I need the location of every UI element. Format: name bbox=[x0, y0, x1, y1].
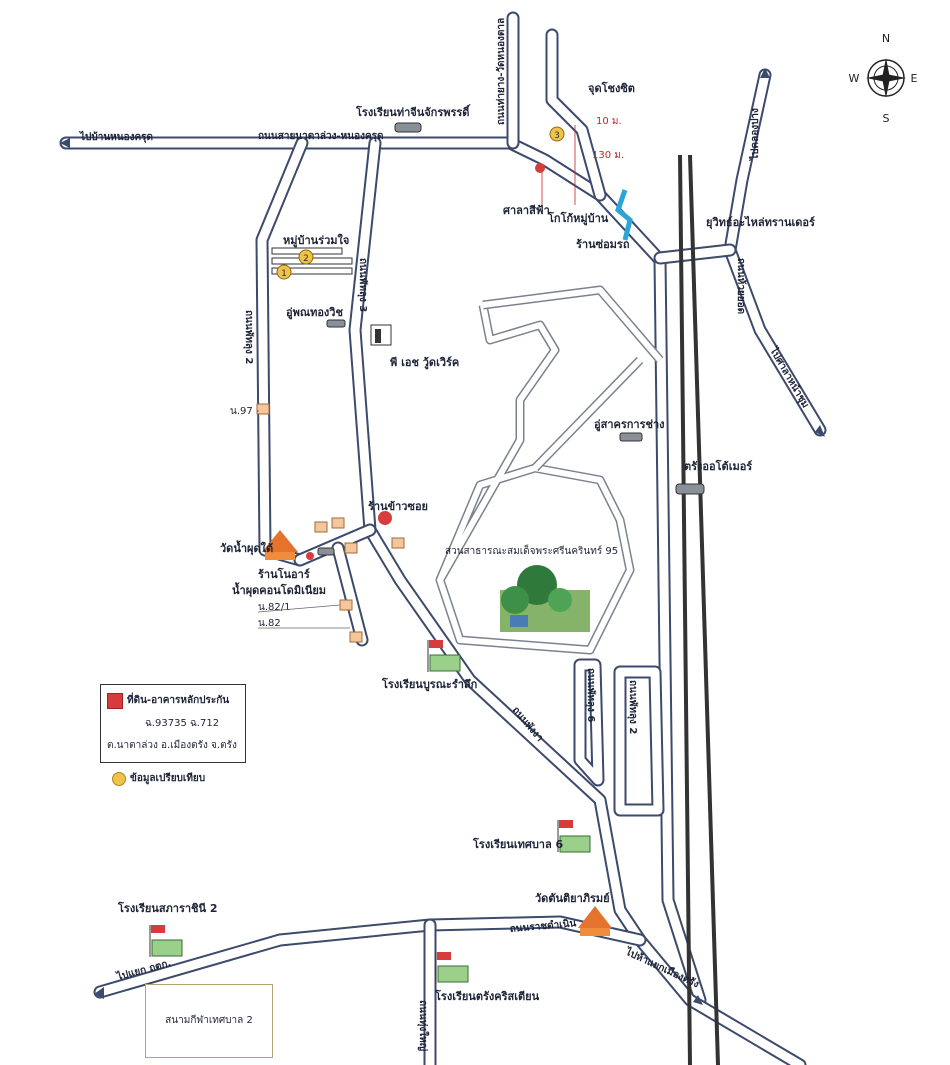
car-icons bbox=[317, 122, 705, 556]
svg-text:ถนนพัทลุง 3: ถนนพัทลุง 3 bbox=[357, 258, 369, 312]
svg-text:ตรังออโต้เมอร์: ตรังออโต้เมอร์ bbox=[684, 459, 752, 473]
school-icon-1 bbox=[427, 640, 461, 672]
collateral-marker-small bbox=[535, 163, 545, 173]
svg-text:น.97: น.97 bbox=[230, 406, 253, 417]
legend-comparison-label: ข้อมูลเปรียบเทียบ bbox=[130, 773, 206, 784]
park-trees-icon bbox=[500, 565, 590, 632]
legend-collateral-label: ที่ดิน-อาคารหลักประกัน bbox=[127, 695, 230, 706]
stadium: สนามกีฬาเทศบาล 2 bbox=[145, 984, 273, 1058]
svg-text:โกโก้หมู่บ้าน: โกโก้หมู่บ้าน bbox=[547, 211, 609, 226]
svg-text:ถนนพัทลุง 2: ถนนพัทลุง 2 bbox=[627, 680, 639, 734]
svg-text:โรงเรียนท่าจีนจักรพรรดิ์: โรงเรียนท่าจีนจักรพรรดิ์ bbox=[355, 104, 471, 119]
road-arrows bbox=[60, 68, 825, 1005]
svg-text:ไปศาลาหน้าชุม: ไปศาลาหน้าชุม bbox=[767, 344, 813, 410]
railway bbox=[678, 154, 720, 1065]
svg-text:ถนนพัทลุง 6: ถนนพัทลุง 6 bbox=[585, 668, 597, 722]
school-icon-4 bbox=[435, 952, 469, 984]
svg-text:อู่พณทองวิช: อู่พณทองวิช bbox=[286, 306, 343, 320]
svg-text:วัดน้ำผุดใต้: วัดน้ำผุดใต้ bbox=[220, 540, 273, 556]
house-icons bbox=[256, 403, 405, 643]
svg-text:N: N bbox=[882, 32, 890, 45]
svg-text:W: W bbox=[849, 72, 860, 85]
svg-text:ถนนห้วยยอด: ถนนห้วยยอด bbox=[735, 258, 747, 314]
park-paths bbox=[435, 285, 664, 655]
temple-icon bbox=[262, 530, 298, 560]
svg-text:3: 3 bbox=[554, 131, 560, 141]
svg-text:วัดตันติยาภิรมย์: วัดตันติยาภิรมย์ bbox=[535, 892, 610, 905]
svg-text:น.82: น.82 bbox=[258, 618, 281, 629]
svg-text:น.82/1: น.82/1 bbox=[258, 602, 290, 613]
comparison-marker-3: 3 bbox=[549, 126, 565, 142]
svg-text:โรงเรียนสภาราชินี 2: โรงเรียนสภาราชินี 2 bbox=[117, 901, 218, 915]
svg-text:130 ม.: 130 ม. bbox=[592, 150, 624, 161]
svg-text:พี เอช วู้ดเวิร์ค: พี เอช วู้ดเวิร์ค bbox=[390, 356, 459, 370]
svg-text:ไปบ้านหนองครุด: ไปบ้านหนองครุด bbox=[79, 130, 153, 143]
factory-icon bbox=[370, 324, 392, 346]
collateral-marker bbox=[378, 511, 392, 525]
svg-text:สวนสาธารณะสมเด็จพระศรีนครินทร์: สวนสาธารณะสมเด็จพระศรีนครินทร์ 95 bbox=[445, 543, 618, 557]
svg-text:ถนนท่ายาง-วัดหนองตาล: ถนนท่ายาง-วัดหนองตาล bbox=[495, 18, 507, 125]
comparison-marker-2: 2 bbox=[298, 249, 314, 265]
svg-text:E: E bbox=[911, 72, 918, 85]
water-icon bbox=[615, 189, 633, 241]
svg-text:ถนนราชดำเนิน: ถนนราชดำเนิน bbox=[509, 917, 577, 935]
svg-text:น้ำผุดคอนโดมิเนียม: น้ำผุดคอนโดมิเนียม bbox=[232, 582, 326, 598]
svg-text:ร้านโนอาร์: ร้านโนอาร์ bbox=[258, 567, 310, 581]
legend-comparison-swatch bbox=[112, 772, 126, 786]
collateral-marker-small-2 bbox=[306, 552, 314, 560]
labels: ไปบ้านหนองครุด ถนนสายนาตาล่วง-หนองครุด ถ… bbox=[79, 18, 815, 1052]
svg-text:โรงเรียนบูรณะรำลึก: โรงเรียนบูรณะรำลึก bbox=[381, 677, 478, 692]
svg-text:ยุวิทธ์อะไหล่ทรานเดอร์: ยุวิทธ์อะไหล่ทรานเดอร์ bbox=[706, 215, 815, 230]
compass-icon: N S W E bbox=[848, 30, 918, 125]
school-icon-3 bbox=[149, 925, 183, 957]
svg-text:ไปคลองปาง: ไปคลองปาง bbox=[748, 108, 761, 161]
svg-text:ถนนสายนาตาล่วง-หนองครุด: ถนนสายนาตาล่วง-หนองครุด bbox=[258, 130, 384, 142]
svg-text:โรงเรียนเทศบาล 6: โรงเรียนเทศบาล 6 bbox=[472, 837, 564, 851]
svg-text:จุดโชงซิต: จุดโชงซิต bbox=[588, 81, 635, 96]
svg-text:โรงเรียนตรังคริสเตียน: โรงเรียนตรังคริสเตียน bbox=[434, 989, 540, 1003]
svg-text:10 ม.: 10 ม. bbox=[596, 116, 622, 127]
legend-deed: ฉ.93735 ฉ.712 bbox=[145, 718, 220, 729]
stadium-label: สนามกีฬาเทศบาล 2 bbox=[165, 1015, 253, 1026]
legend-location: ต.นาตาล่วง อ.เมืองตรัง จ.ตรัง bbox=[107, 740, 237, 751]
temple-icon-2 bbox=[578, 906, 612, 936]
svg-text:S: S bbox=[883, 112, 890, 124]
svg-text:ร้านซ่อมรถ: ร้านซ่อมรถ bbox=[576, 238, 630, 251]
legend-collateral-swatch bbox=[107, 693, 123, 709]
svg-text:ถนนพัทลุง 2: ถนนพัทลุง 2 bbox=[243, 310, 255, 364]
legend: ที่ดิน-อาคารหลักประกัน ฉ.93735 ฉ.712 ต.น… bbox=[100, 684, 246, 763]
svg-text:ศาลาสีฟ้า: ศาลาสีฟ้า bbox=[503, 204, 550, 217]
comparison-marker-1: 1 bbox=[276, 264, 292, 280]
school-icon-2 bbox=[557, 820, 591, 853]
svg-text:1: 1 bbox=[281, 269, 287, 279]
svg-text:หมู่บ้านร่วมใจ: หมู่บ้านร่วมใจ bbox=[283, 233, 349, 248]
svg-text:2: 2 bbox=[303, 254, 309, 264]
svg-text:อู่สาครการช่าง: อู่สาครการช่าง bbox=[594, 418, 665, 432]
svg-text:ถนนทุ่งใหญ่: ถนนทุ่งใหญ่ bbox=[417, 1000, 430, 1052]
svg-text:ร้านข้าวซอย: ร้านข้าวซอย bbox=[368, 500, 428, 513]
